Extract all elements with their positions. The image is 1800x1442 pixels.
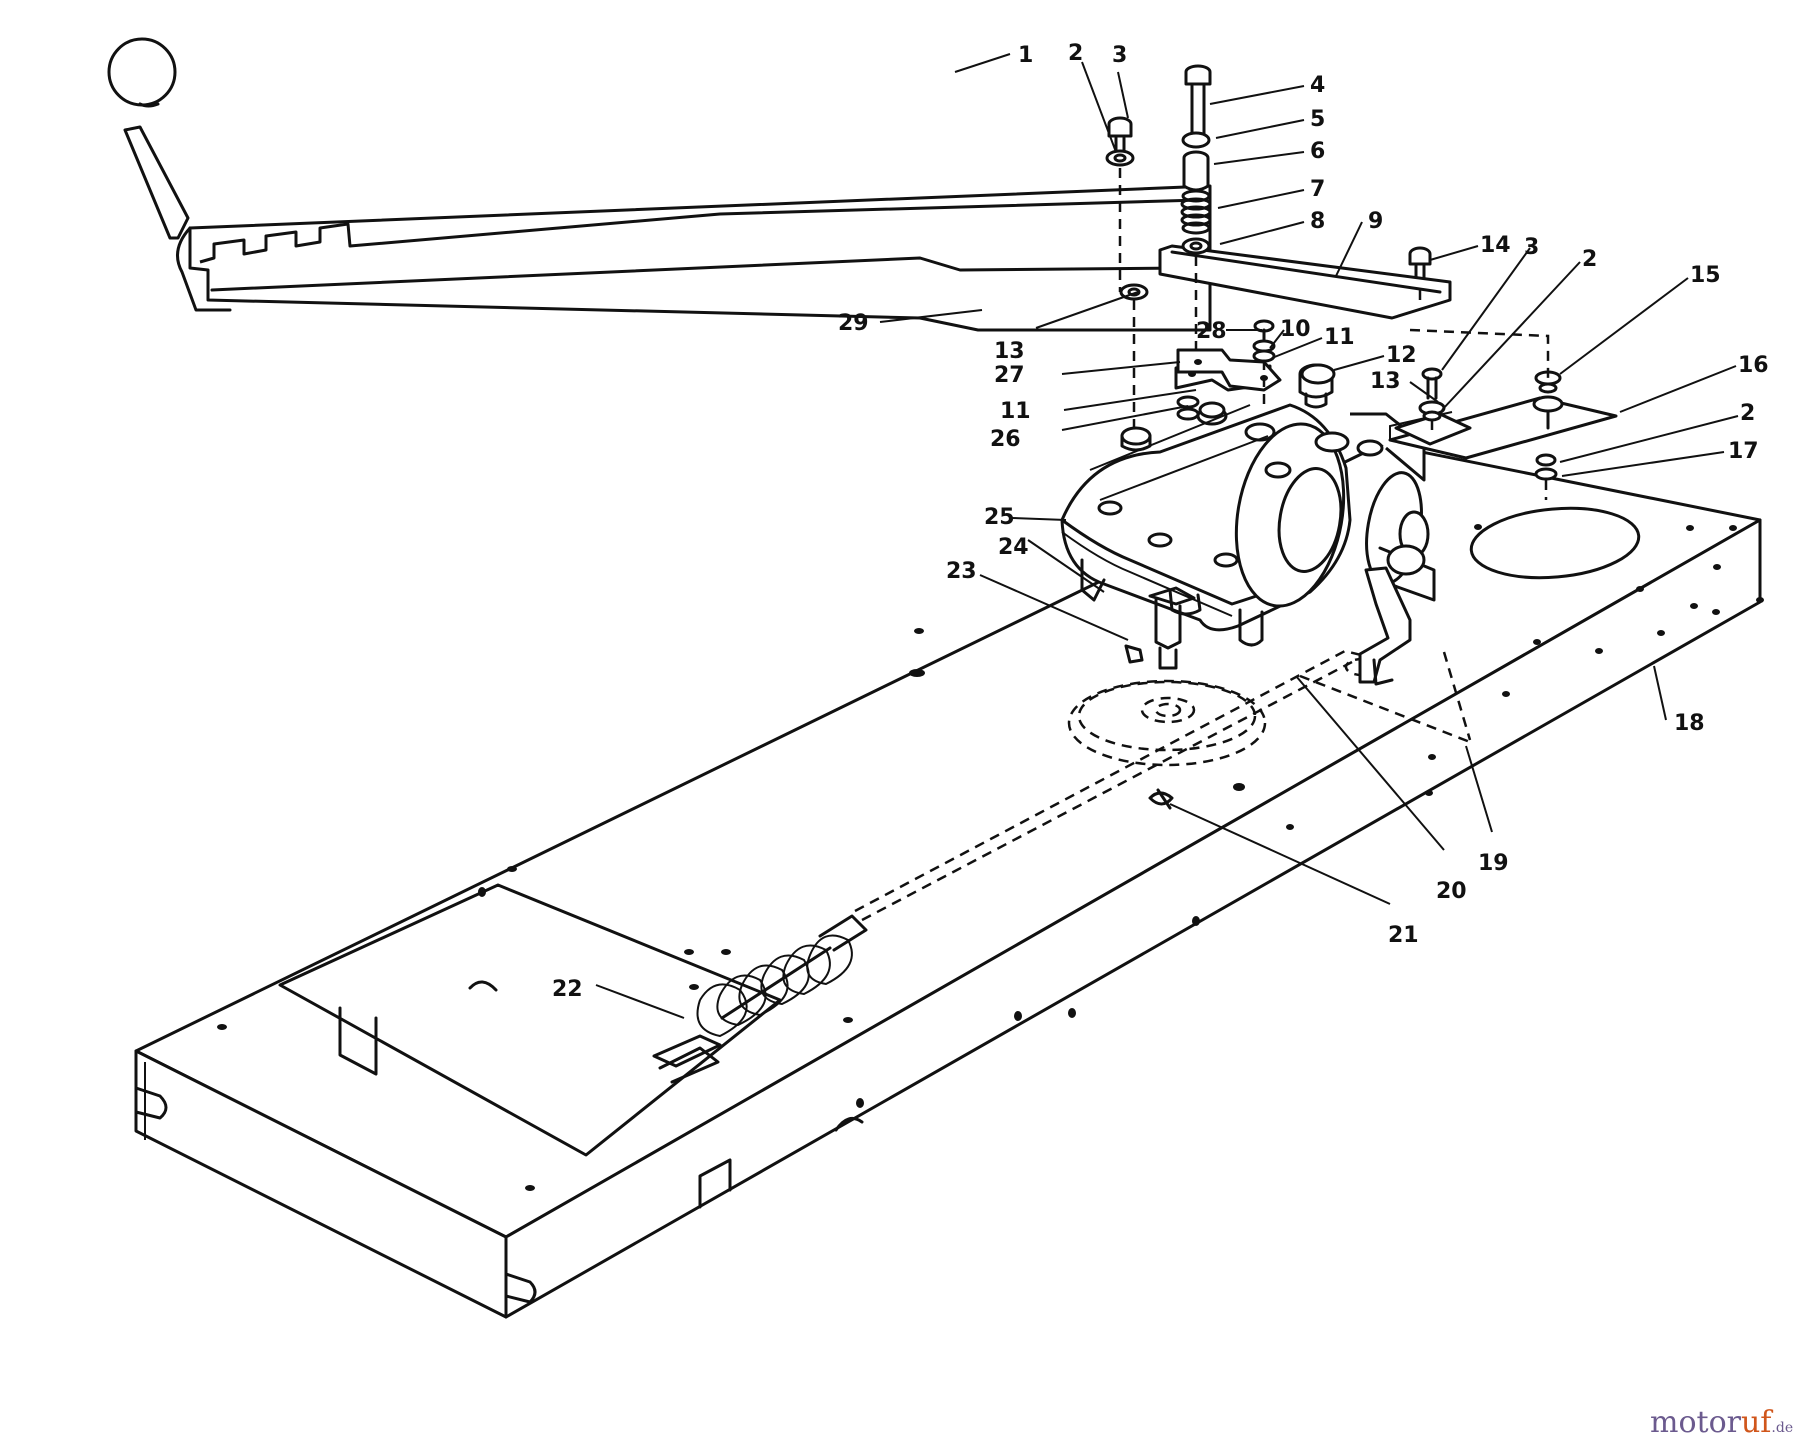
breather-12 xyxy=(1300,363,1336,385)
callout-labels: 1 2 3 4 5 6 7 8 9 14 3 2 15 16 2 17 29 1… xyxy=(552,41,1769,1002)
transmission xyxy=(1060,403,1436,686)
callout-25: 25 xyxy=(984,505,1015,530)
washer-8 xyxy=(1181,237,1211,255)
shift-link xyxy=(1158,244,1452,320)
washer-2-left xyxy=(1105,149,1135,167)
leader-lines xyxy=(595,53,1739,1019)
key xyxy=(1124,644,1144,664)
callout-4: 4 xyxy=(1310,73,1325,98)
callout-11-upper: 11 xyxy=(1324,325,1355,350)
callout-24: 24 xyxy=(998,535,1029,560)
callout-14: 14 xyxy=(1480,233,1511,258)
spring-7 xyxy=(1180,189,1212,235)
callout-10: 10 xyxy=(1280,317,1311,342)
washer-15 xyxy=(1534,370,1562,394)
callout-13-left: 13 xyxy=(994,339,1025,364)
callout-1: 1 xyxy=(1018,43,1033,68)
callout-13-right: 13 xyxy=(1370,369,1401,394)
shift-spring-assembly xyxy=(652,914,868,1084)
callout-18: 18 xyxy=(1674,711,1705,736)
callout-12: 12 xyxy=(1386,343,1417,368)
callout-9: 9 xyxy=(1368,209,1383,234)
callout-6: 6 xyxy=(1310,139,1325,164)
callout-26: 26 xyxy=(990,427,1021,452)
callout-21: 21 xyxy=(1388,923,1419,948)
nut-17 xyxy=(1534,453,1558,481)
callout-3-right: 3 xyxy=(1524,235,1539,260)
washer-2-right xyxy=(1418,400,1446,422)
callout-19: 19 xyxy=(1478,851,1509,876)
link-bar-27 xyxy=(1176,348,1282,392)
retaining-clip xyxy=(1148,788,1174,810)
alignment-lines xyxy=(1118,168,1550,744)
callout-16: 16 xyxy=(1738,353,1769,378)
lower-washers-left xyxy=(1176,395,1226,421)
bolt-4 xyxy=(1184,64,1212,142)
frame xyxy=(134,442,1764,1319)
callout-11-lower: 11 xyxy=(1000,399,1031,424)
callout-20: 20 xyxy=(1436,879,1467,904)
callout-17: 17 xyxy=(1728,439,1759,464)
watermark-logo: motoruf.de xyxy=(1650,1405,1793,1440)
right-mounting-plate xyxy=(1388,395,1618,460)
callout-7: 7 xyxy=(1310,177,1325,202)
callout-29: 29 xyxy=(838,311,869,336)
washers-10-11 xyxy=(1252,339,1276,363)
callout-23: 23 xyxy=(946,559,977,584)
callout-2-lower: 2 xyxy=(1740,401,1755,426)
callout-2: 2 xyxy=(1068,41,1083,66)
callout-2-right: 2 xyxy=(1582,247,1597,272)
callout-8: 8 xyxy=(1310,209,1325,234)
pulley xyxy=(1067,679,1267,767)
callout-22: 22 xyxy=(552,977,583,1002)
shift-lever xyxy=(107,37,190,240)
frame-holes xyxy=(217,524,1764,1191)
callout-5: 5 xyxy=(1310,107,1325,132)
callout-15: 15 xyxy=(1690,263,1721,288)
callout-3: 3 xyxy=(1112,43,1127,68)
callout-27: 27 xyxy=(994,363,1025,388)
callout-28: 28 xyxy=(1196,319,1227,344)
shift-plate xyxy=(176,184,1212,332)
spacer-6 xyxy=(1182,150,1210,192)
washer-5 xyxy=(1181,131,1211,149)
